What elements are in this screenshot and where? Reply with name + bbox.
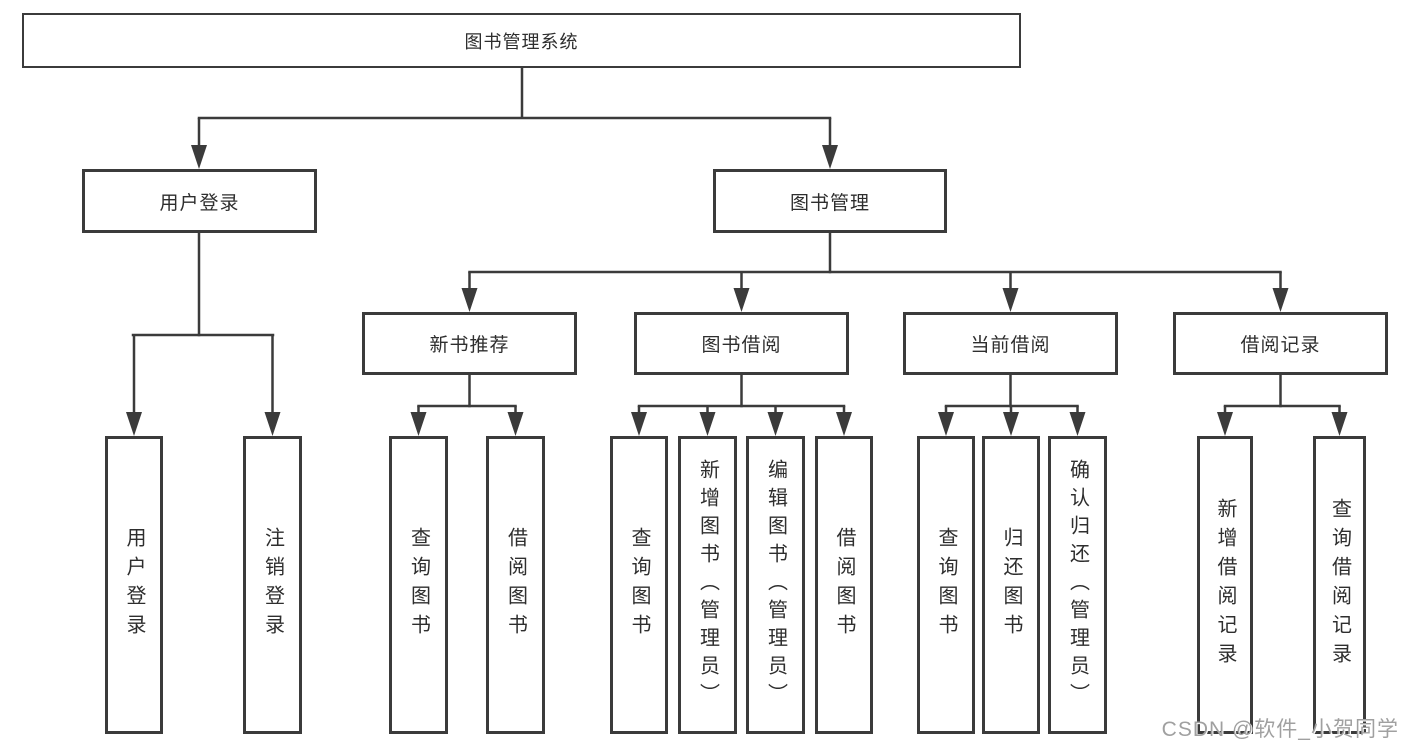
leaf-borrow-books-2: 借阅图书	[815, 436, 873, 734]
node-user-login-label: 用户登录	[159, 192, 240, 214]
leaf-user-login: 用户登录	[105, 436, 163, 734]
leaf-add-book-admin-label: 新增图书（管理员）	[696, 459, 719, 711]
leaf-borrow-books-1: 借阅图书	[486, 436, 545, 734]
node-new-book-recommend-label: 新书推荐	[429, 335, 510, 356]
node-book-borrow-label: 图书借阅	[701, 335, 782, 356]
node-new-book-recommend: 新书推荐	[362, 312, 577, 375]
leaf-confirm-return-admin-label: 确认归还（管理员）	[1066, 459, 1089, 711]
node-borrow-records-label: 借阅记录	[1240, 335, 1321, 356]
leaf-query-books-1-label: 查询图书	[407, 527, 430, 643]
leaf-query-borrow-record: 查询借阅记录	[1313, 436, 1366, 734]
leaf-borrow-books-1-label: 借阅图书	[504, 527, 527, 643]
leaf-query-books-2: 查询图书	[610, 436, 668, 734]
leaf-borrow-books-2-label: 借阅图书	[833, 527, 855, 643]
node-book-borrow: 图书借阅	[634, 312, 849, 375]
node-user-login: 用户登录	[82, 169, 317, 233]
leaf-logout-label: 注销登录	[261, 527, 284, 643]
leaf-confirm-return-admin: 确认归还（管理员）	[1048, 436, 1107, 734]
node-borrow-records: 借阅记录	[1173, 312, 1388, 375]
node-current-borrow: 当前借阅	[903, 312, 1118, 375]
leaf-query-borrow-record-label: 查询借阅记录	[1328, 498, 1351, 672]
node-book-management-label: 图书管理	[789, 192, 870, 214]
leaf-logout: 注销登录	[243, 436, 302, 734]
leaf-edit-book-admin-label: 编辑图书（管理员）	[764, 459, 787, 711]
leaf-query-books-3: 查询图书	[917, 436, 975, 734]
leaf-query-books-1: 查询图书	[389, 436, 448, 734]
node-root: 图书管理系统	[22, 13, 1021, 68]
node-book-management: 图书管理	[713, 169, 947, 233]
leaf-user-login-label: 用户登录	[123, 527, 145, 643]
leaf-add-borrow-record-label: 新增借阅记录	[1214, 498, 1236, 672]
node-root-label: 图书管理系统	[464, 31, 579, 52]
watermark: CSDN @软件_小贺同学	[1161, 718, 1399, 741]
leaf-add-book-admin: 新增图书（管理员）	[678, 436, 737, 734]
leaf-edit-book-admin: 编辑图书（管理员）	[746, 436, 805, 734]
leaf-return-books: 归还图书	[982, 436, 1040, 734]
leaf-add-borrow-record: 新增借阅记录	[1197, 436, 1253, 734]
leaf-return-books-label: 归还图书	[1000, 527, 1022, 643]
leaf-query-books-2-label: 查询图书	[628, 527, 650, 643]
node-current-borrow-label: 当前借阅	[970, 335, 1051, 356]
leaf-query-books-3-label: 查询图书	[935, 527, 957, 643]
